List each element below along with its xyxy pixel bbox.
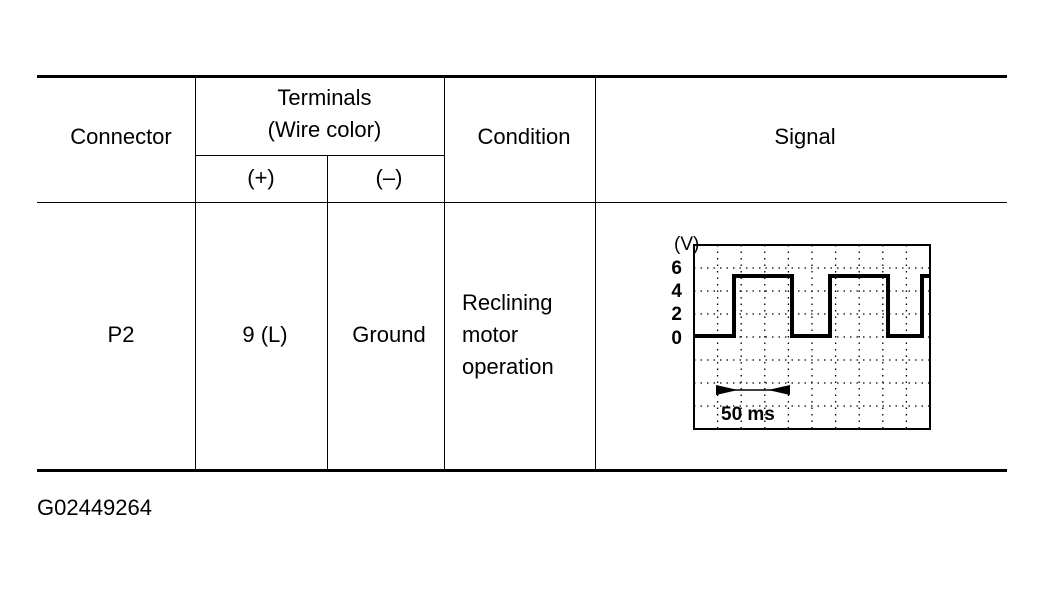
column-divider-plus-minus xyxy=(327,155,328,470)
time-scale-arrow-right xyxy=(716,385,738,395)
row-condition-line1: Reclining xyxy=(462,290,553,315)
header-minus: (–) xyxy=(375,165,403,190)
row-condition-line3: operation xyxy=(462,354,554,379)
row-connector: P2 xyxy=(107,322,135,347)
square-wave-trace xyxy=(694,274,930,338)
time-scale-label: 50 ms xyxy=(721,404,775,425)
header-condition: Condition xyxy=(477,124,571,149)
header-signal: Signal xyxy=(774,124,836,149)
y-tick-6: 6 xyxy=(671,258,682,279)
header-connector: Connector xyxy=(70,124,172,149)
y-tick-0: 0 xyxy=(671,328,682,349)
row-condition-line2: motor xyxy=(462,322,519,347)
header-terminals: Terminals xyxy=(277,85,372,110)
header-plus: (+) xyxy=(247,165,275,190)
signal-waveform-plot: (V) 6 4 2 0 50 ms xyxy=(671,234,931,430)
figure-id: G02449264 xyxy=(37,495,152,520)
column-divider-terminals xyxy=(444,78,445,470)
table-bottom-rule xyxy=(37,469,1007,472)
column-divider-condition xyxy=(595,78,596,470)
unit-label: (V) xyxy=(674,234,699,255)
terminals-subheader-rule xyxy=(195,155,444,156)
column-divider-connector xyxy=(195,78,196,470)
row-minus-terminal: Ground xyxy=(352,322,426,347)
row-plus-terminal: 9 (L) xyxy=(242,322,288,347)
y-tick-2: 2 xyxy=(671,304,682,325)
table-top-rule xyxy=(37,75,1007,78)
header-bottom-rule xyxy=(37,202,1007,203)
y-tick-4: 4 xyxy=(671,281,682,302)
time-scale-arrow-left xyxy=(768,385,790,395)
header-wire-color: (Wire color) xyxy=(267,117,382,142)
